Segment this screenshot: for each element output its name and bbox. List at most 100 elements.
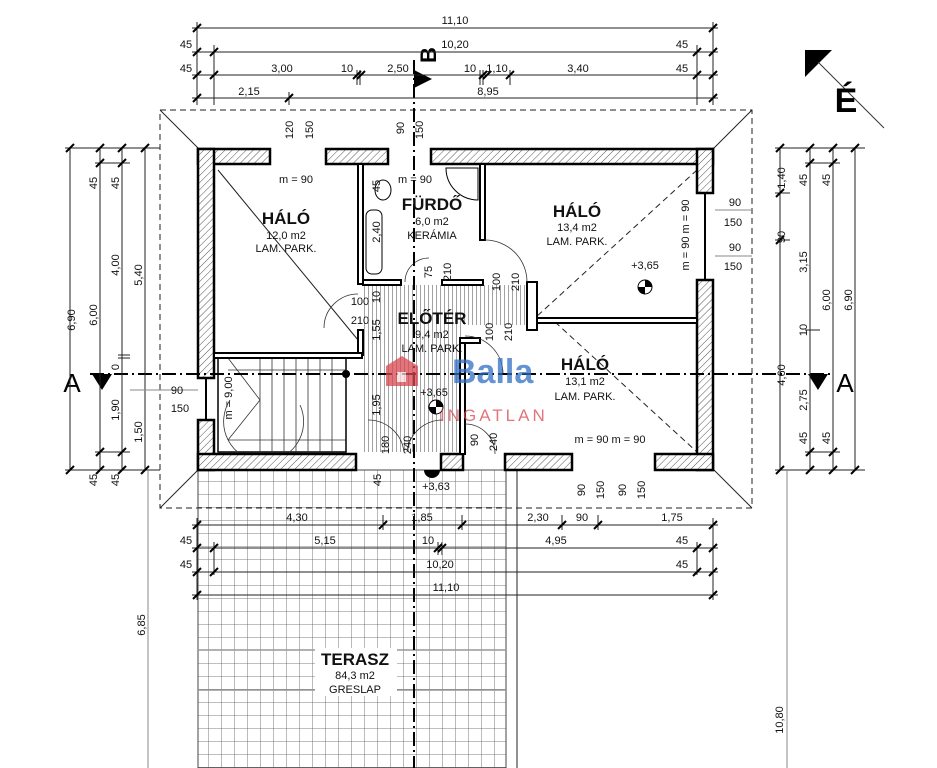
dim-label: 45: [821, 174, 833, 186]
room-area: 13,4 m2: [557, 222, 597, 234]
section-b-flag-icon: [414, 70, 432, 88]
dim-label: 10,20: [426, 559, 454, 571]
dim-label: 10: [798, 324, 810, 336]
outer-walls: [196, 147, 715, 472]
dim-label: 45: [110, 474, 122, 486]
dim-label: 100: [491, 273, 503, 291]
room-floor: LAM. PARK.: [402, 343, 463, 355]
room-floor: GRESLAP: [329, 684, 381, 696]
dim-label: m = 90 m = 90: [680, 200, 692, 271]
dim-label: 45: [88, 474, 100, 486]
level-markers: [424, 279, 653, 478]
dim-label: 100: [351, 296, 369, 308]
dimension-lines: [65, 22, 865, 768]
section-a-right-arrow-icon: [808, 374, 828, 390]
room-name: HÁLÓ: [262, 209, 310, 228]
room-area: 84,3 m2: [335, 670, 375, 682]
room-label-bedroom-2: HÁLÓ 13,4 m2 LAM. PARK.: [547, 202, 608, 248]
dim-label: 120: [284, 121, 296, 139]
dim-label: 1,90: [110, 399, 122, 420]
dim-label: m = 9,00: [223, 376, 235, 419]
room-label-bathroom: FÜRDŐ 6,0 m2 KERÁMIA: [402, 195, 462, 242]
dim-label: 210: [510, 273, 522, 291]
dim-label: +3,65: [420, 387, 448, 399]
dim-label: 10: [341, 63, 353, 75]
section-a-left-arrow-icon: [92, 374, 112, 390]
room-floor: LAM. PARK.: [256, 243, 317, 255]
dim-label: 45: [372, 474, 384, 486]
interior-walls: [213, 163, 698, 455]
dim-label: 210: [503, 323, 515, 341]
north-label: É: [835, 82, 858, 120]
dimension-labels-interior: m = 90 m = 90 120 150 90 150 45 2,40 m =…: [223, 121, 692, 499]
dim-label: 5,40: [133, 264, 145, 285]
dim-label: 210: [442, 263, 454, 281]
room-label-terrace: TERASZ 84,3 m2 GRESLAP: [315, 648, 397, 696]
room-label-bedroom-3: HÁLÓ 13,1 m2 LAM. PARK.: [555, 355, 616, 403]
room-name: FÜRDŐ: [402, 195, 462, 214]
dimension-labels-top: 11,10 45 10,20 45 45 3,00 10 2,50 10 1,1…: [180, 15, 688, 98]
dim-label: 45: [676, 63, 688, 75]
dim-label: 90: [729, 197, 741, 209]
room-name: TERASZ: [321, 650, 389, 669]
bathroom-fixtures: [365, 167, 479, 275]
dim-label: 45: [88, 177, 100, 189]
room-name: ELŐTÉR: [398, 309, 467, 328]
dim-label: +3,65: [631, 260, 659, 272]
dim-label: 90: [576, 484, 588, 496]
dim-label: 0: [110, 364, 122, 370]
watermark-brand: Balla: [452, 353, 534, 391]
terrace: [197, 469, 518, 768]
room-label-hall: ELŐTÉR 9,4 m2 LAM. PARK.: [398, 309, 467, 355]
dim-label: 1,95: [371, 394, 383, 415]
room-area: 13,1 m2: [565, 376, 605, 388]
dim-label: 10: [464, 63, 476, 75]
dim-label: 11,10: [433, 582, 460, 594]
dim-label: 6,85: [136, 614, 148, 635]
north-arrow: É: [805, 50, 885, 129]
dim-label: 3,00: [271, 63, 292, 75]
dim-label: 6,90: [66, 309, 78, 330]
dim-label: 90: [395, 122, 407, 134]
dim-label: 45: [180, 559, 192, 571]
dim-label: 2,75: [798, 389, 810, 410]
dim-label: 90: [171, 385, 183, 397]
dim-label: 10,20: [441, 39, 469, 51]
dim-label: 8,95: [477, 86, 498, 98]
dim-label: 10: [422, 535, 434, 547]
dim-label: 90: [469, 434, 481, 446]
dim-label: 150: [414, 121, 426, 139]
section-a-right-label: A: [836, 368, 854, 398]
dim-label: 75: [423, 266, 435, 278]
dim-label: 11,10: [442, 15, 469, 27]
watermark-logo: Balla INGATLAN: [386, 353, 548, 425]
dim-label: 45: [180, 535, 192, 547]
dim-label: 2,40: [371, 221, 383, 242]
dim-label: 4,30: [286, 512, 307, 524]
dim-label: 1,10: [486, 63, 507, 75]
section-a-left-label: A: [63, 368, 81, 398]
dimension-labels-right: 1,40 45 45 90 3,15 10 6,00 6,90 4,60 2,7…: [724, 167, 855, 733]
dim-label: 45: [371, 180, 383, 192]
dim-label: 2,15: [238, 86, 259, 98]
dim-label: 180: [380, 436, 392, 454]
dim-label: 150: [724, 217, 742, 229]
dim-label: 210: [351, 315, 369, 327]
dim-label: m = 90: [279, 174, 313, 186]
hall-floor: [364, 285, 534, 325]
dim-label: 3,40: [567, 63, 588, 75]
dim-label: 150: [304, 121, 316, 139]
dim-label: 150: [724, 261, 742, 273]
section-b-label: B: [416, 47, 441, 63]
room-area: 12,0 m2: [266, 230, 306, 242]
dim-label: 45: [180, 63, 192, 75]
dim-label: 240: [488, 433, 500, 451]
room-area: 6,0 m2: [415, 216, 449, 228]
dim-label: 2,50: [387, 63, 408, 75]
north-arrow-icon: [805, 50, 832, 77]
dim-label: 45: [821, 432, 833, 444]
dim-label: 45: [676, 39, 688, 51]
dim-label: 240: [402, 436, 414, 454]
watermark-sub: INGATLAN: [440, 406, 548, 425]
